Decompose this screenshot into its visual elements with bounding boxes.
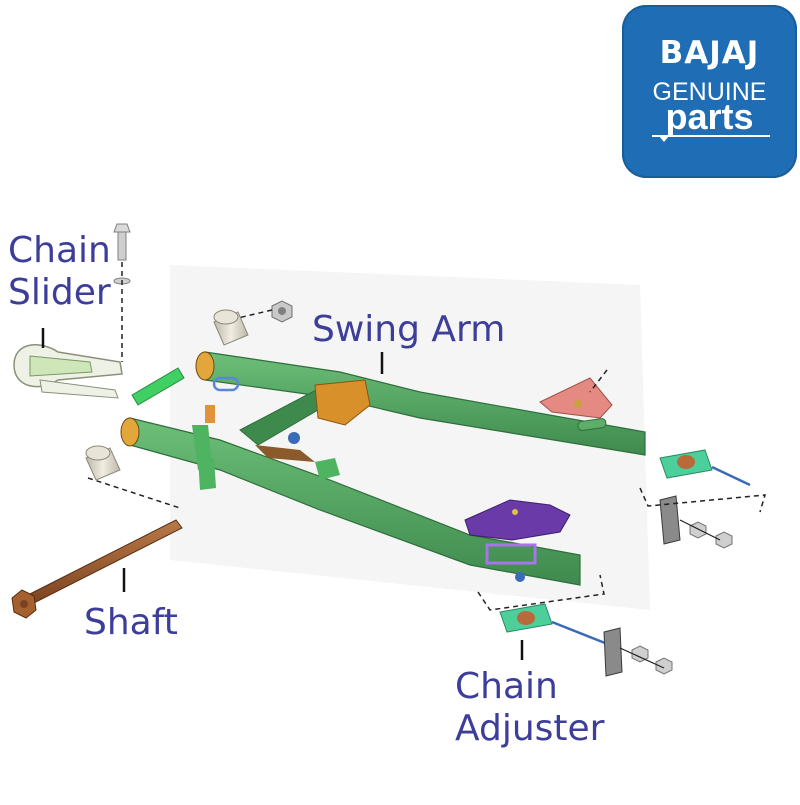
- tab-c: [315, 458, 340, 480]
- purple-bracket: [464, 499, 571, 541]
- logo-genuine-text: GENUINE: [652, 78, 767, 106]
- pivot-nut: [271, 300, 293, 323]
- assembly-guide-lines: [87, 262, 767, 611]
- chain-slider-label: Chain Slider: [8, 230, 111, 315]
- orange-bracket: [314, 379, 371, 426]
- tab-b: [198, 458, 216, 490]
- chain-slider-label-line2: Slider: [8, 272, 111, 314]
- logo-underline: [652, 135, 770, 137]
- label-leader-lines: [41, 328, 524, 660]
- oval-clip: [212, 376, 240, 392]
- chain-adjuster-label-line1: Chain: [455, 666, 558, 707]
- pivot-end-lower: [120, 417, 140, 447]
- blue-fitting: [288, 432, 300, 444]
- swing-arm-upper-rail: [204, 351, 646, 456]
- logo-brand-text: BAJAJ: [659, 35, 760, 71]
- swing-arm-lower-rail: [129, 417, 581, 586]
- shaft-label: Shaft: [84, 602, 178, 643]
- axle-slot-upper: [577, 418, 607, 431]
- chain-adjuster-lower: [499, 603, 673, 677]
- lower-bushing: [85, 445, 121, 481]
- pink-bracket-bolt: [574, 400, 582, 408]
- lower-nut: [515, 572, 525, 582]
- bajaj-genuine-parts-logo: BAJAJ GENUINE parts: [622, 5, 797, 178]
- logo-arrow-icon: [659, 136, 669, 142]
- shaft-part: [11, 519, 183, 619]
- chain-adjuster-label-line2: Adjuster: [455, 708, 605, 750]
- chain-slider-label-line1: Chain: [8, 230, 111, 271]
- orange-tab: [205, 405, 215, 423]
- chain-adjuster-upper: [659, 449, 751, 549]
- chain-adjuster-label: Chain Adjuster: [455, 666, 604, 751]
- swing-arm: [120, 351, 646, 586]
- purple-clip: [485, 543, 537, 565]
- green-pin: [131, 367, 185, 406]
- cross-member-plate: [255, 445, 315, 462]
- chain-slider-part: [13, 344, 123, 399]
- swing-arm-label: Swing Arm: [312, 309, 506, 350]
- upper-bushing: [213, 309, 249, 346]
- purple-bracket-bolt: [512, 509, 518, 515]
- pivot-end-upper: [195, 351, 215, 381]
- logo-parts-text: parts: [665, 96, 754, 137]
